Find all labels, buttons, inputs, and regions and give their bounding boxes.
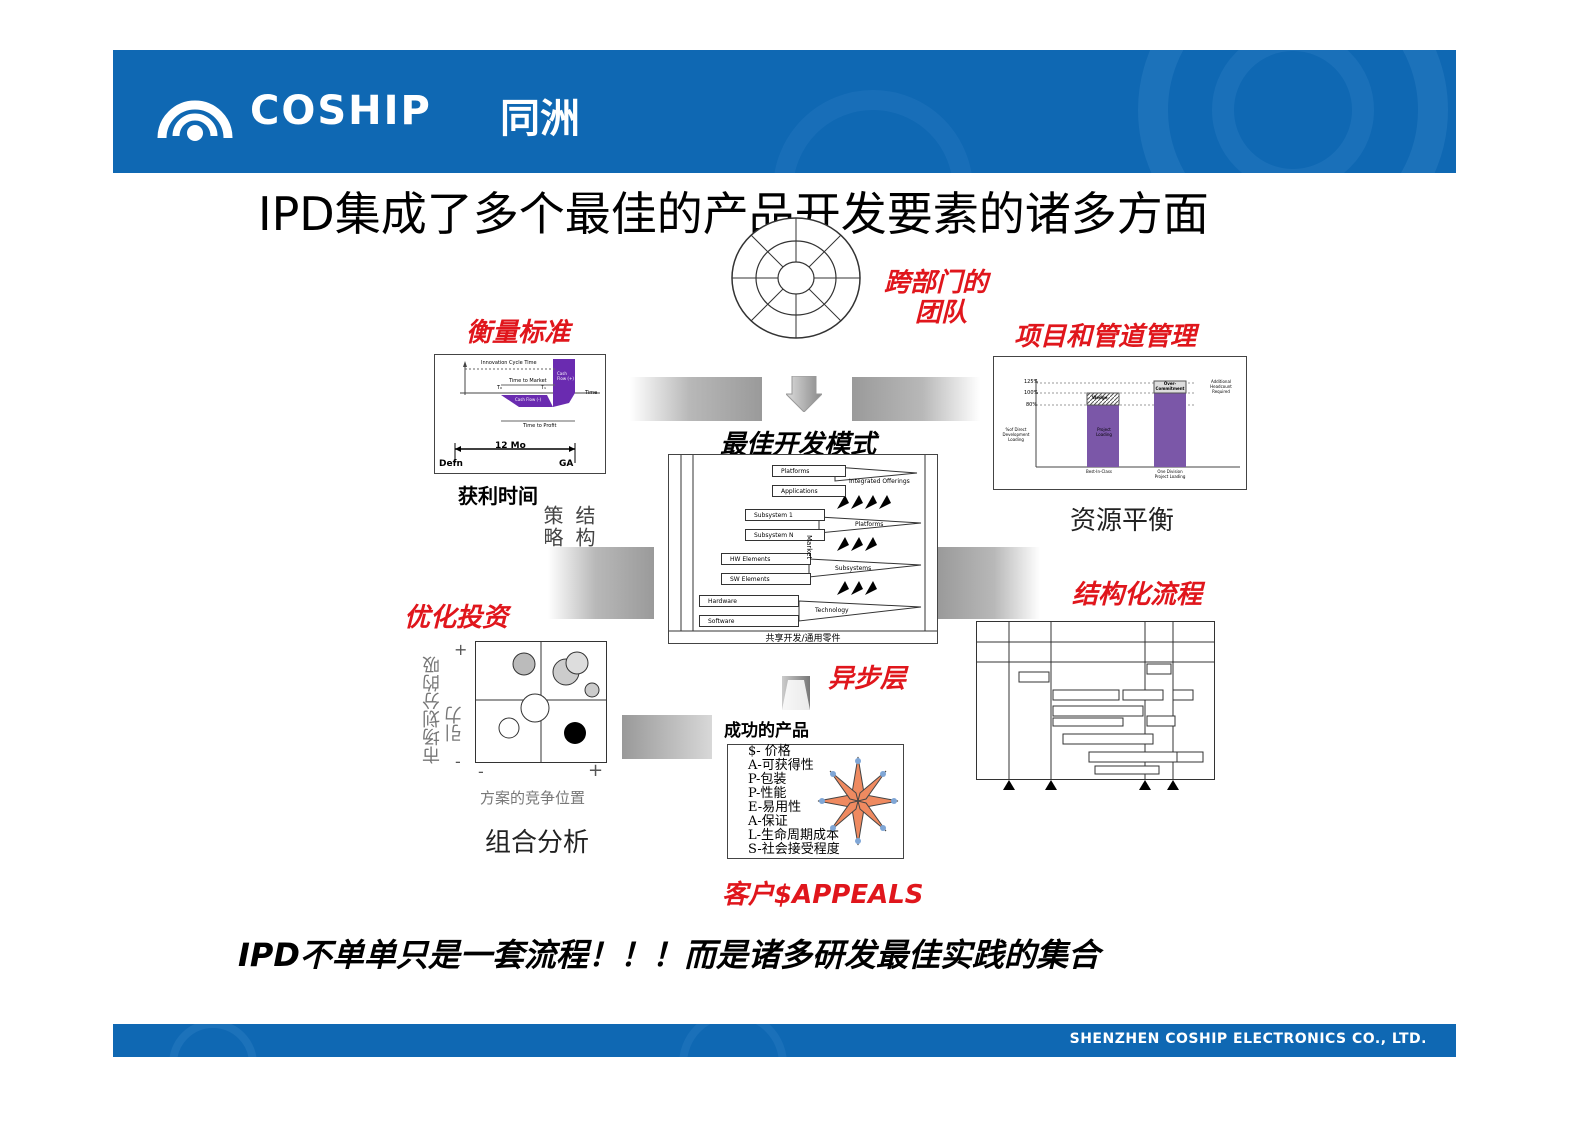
t0-label: T₀ bbox=[497, 385, 503, 391]
connector-band-mid-left bbox=[548, 547, 654, 619]
connector-band-top-right bbox=[852, 377, 980, 421]
brand-logo-cn: 同洲 bbox=[500, 96, 580, 142]
cash-flow-neg-label: Cash Flow (-) bbox=[515, 397, 542, 402]
caption-time-to-profit: 获利时间 bbox=[458, 484, 538, 508]
caption-portfolio: 组合分析 bbox=[485, 828, 590, 858]
label-customer-appeals: 客户$APPEALS bbox=[722, 880, 924, 910]
time-to-profit-graphic bbox=[454, 359, 600, 463]
appeals-item: $- 价格 bbox=[748, 744, 791, 759]
appeals-list: $- 价格 A-可获得性 P-包装 P-性能 E-易用性 A-保证 L-生命周期… bbox=[748, 745, 840, 857]
span-label: 12 Mo bbox=[495, 441, 526, 451]
subsystems-label: Subsystems bbox=[835, 565, 872, 572]
resource-balance-graphic bbox=[1035, 379, 1240, 468]
label-strategy: 策略 bbox=[540, 505, 564, 549]
project-loading-label: Project Loading bbox=[1096, 427, 1112, 437]
applications-box: Applications bbox=[772, 485, 846, 497]
integrated-label: Integrated Offerings bbox=[849, 478, 910, 485]
appeals-star-icon bbox=[817, 756, 899, 846]
additional-headcount-label: Additional Headcount Required bbox=[1210, 379, 1232, 394]
defn-label: Defn bbox=[439, 459, 463, 469]
hw-elements-box: HW Elements bbox=[721, 553, 811, 565]
appeals-box: $- 价格 A-可获得性 P-包装 P-性能 E-易用性 A-保证 L-生命周期… bbox=[727, 744, 904, 859]
structured-process-gantt bbox=[976, 621, 1215, 790]
time-to-market-label: Time to Market bbox=[509, 378, 547, 384]
team-wheel-diagram bbox=[731, 217, 861, 339]
bottom-statement: IPD不单单只是一套流程！！！而是诸多研发最佳实践的集合 bbox=[238, 936, 1100, 974]
innovation-label: Innovation Cycle Time bbox=[481, 360, 537, 366]
coship-logo-icon bbox=[157, 100, 233, 141]
platforms-box: Platforms bbox=[772, 465, 846, 477]
resource-balance-chart: 125% 100% 80% %of Direct Development Loa… bbox=[993, 356, 1247, 490]
bar1-label: Best-In-Class bbox=[1086, 469, 1112, 474]
hardware-box: Hardware bbox=[699, 595, 799, 607]
best-model-diagram: Platforms Applications Integrated Offeri… bbox=[668, 454, 938, 644]
bar2-label: One Division Project Loading bbox=[1154, 469, 1186, 479]
appeals-item: S-社会接受程度 bbox=[748, 842, 840, 857]
appeals-item: A-可获得性 bbox=[748, 758, 814, 773]
best-model-graphic bbox=[669, 455, 937, 632]
label-structured-process: 结构化流程 bbox=[1072, 580, 1203, 610]
x-plus-sign: + bbox=[588, 760, 604, 781]
connector-band-top-left bbox=[630, 377, 762, 421]
p100-label: 100% bbox=[1024, 390, 1039, 396]
t1-label: T₁ bbox=[541, 385, 547, 391]
footer-company: SHENZHEN COSHIP ELECTRONICS CO., LTD. bbox=[1069, 1031, 1427, 1047]
over-commitment-label: Over-Commitment bbox=[1155, 381, 1185, 391]
technology-label: Technology bbox=[815, 607, 849, 614]
portfolio-bubbles bbox=[476, 642, 606, 762]
connector-band-mid-right bbox=[938, 547, 1040, 619]
up-arrow-icon bbox=[782, 676, 810, 710]
brand-logo-text: COSHIP bbox=[250, 88, 432, 134]
label-structure: 结构 bbox=[572, 505, 596, 549]
footer-banner bbox=[113, 1024, 1456, 1057]
x-minus-sign: - bbox=[478, 762, 484, 781]
time-to-profit-chart: Innovation Cycle Time Time to Market Cas… bbox=[434, 354, 606, 474]
appeals-item: P-包装 bbox=[748, 772, 787, 787]
p125-label: 125% bbox=[1024, 379, 1039, 385]
software-box: Software bbox=[699, 615, 799, 627]
y-minus-sign: - bbox=[455, 752, 461, 771]
label-successful-product: 成功的产品 bbox=[724, 721, 809, 741]
time-axis-label: Time bbox=[585, 390, 598, 396]
appeals-item: A-保证 bbox=[748, 814, 788, 829]
portfolio-matrix bbox=[475, 641, 607, 763]
caption-resource-balance: 资源平衡 bbox=[1070, 506, 1175, 536]
wedge-label: Wedge bbox=[1092, 395, 1108, 400]
connector-band-bottom-left bbox=[622, 715, 712, 759]
subsystemN-box: Subsystem N bbox=[745, 529, 825, 541]
page-title: IPD集成了多个最佳的产品开发要素的诸多方面 bbox=[258, 187, 1209, 241]
p80-label: 80% bbox=[1026, 402, 1038, 408]
market-label: Market bbox=[805, 535, 813, 560]
appeals-item: P-性能 bbox=[748, 786, 787, 801]
x-axis-competitive: 方案的竞争位置 bbox=[480, 789, 586, 807]
label-async-layer: 异步层 bbox=[828, 664, 907, 694]
label-optimize-invest: 优化投资 bbox=[404, 603, 509, 633]
header-banner bbox=[113, 50, 1456, 173]
down-arrow-icon bbox=[786, 376, 822, 412]
shared-dev-label: 共享开发/通用零件 bbox=[765, 634, 841, 644]
y-axis-label: %of Direct Development Loading bbox=[1002, 427, 1030, 442]
appeals-item: E-易用性 bbox=[748, 800, 802, 815]
platforms2-label: Platforms bbox=[855, 521, 884, 528]
gantt-graphic bbox=[977, 622, 1214, 790]
ga-label: GA bbox=[559, 459, 574, 469]
appeals-item: L-生命周期成本 bbox=[748, 828, 840, 843]
y-plus-sign: + bbox=[454, 640, 468, 659]
cash-flow-pos-label: Cash Flow (+) bbox=[557, 371, 574, 381]
y-axis-attractiveness-2: 引力 bbox=[444, 706, 465, 742]
subsystem1-box: Subsystem 1 bbox=[745, 509, 825, 521]
label-project-pipeline: 项目和管道管理 bbox=[1014, 322, 1197, 352]
label-cross-team: 跨部门的 bbox=[884, 268, 989, 298]
time-to-profit-small-label: Time to Profit bbox=[523, 423, 557, 429]
label-cross-team-2: 团队 bbox=[915, 298, 968, 328]
header-swirl-decoration bbox=[774, 50, 1448, 173]
label-metrics: 衡量标准 bbox=[466, 318, 571, 348]
sw-elements-box: SW Elements bbox=[721, 573, 811, 585]
